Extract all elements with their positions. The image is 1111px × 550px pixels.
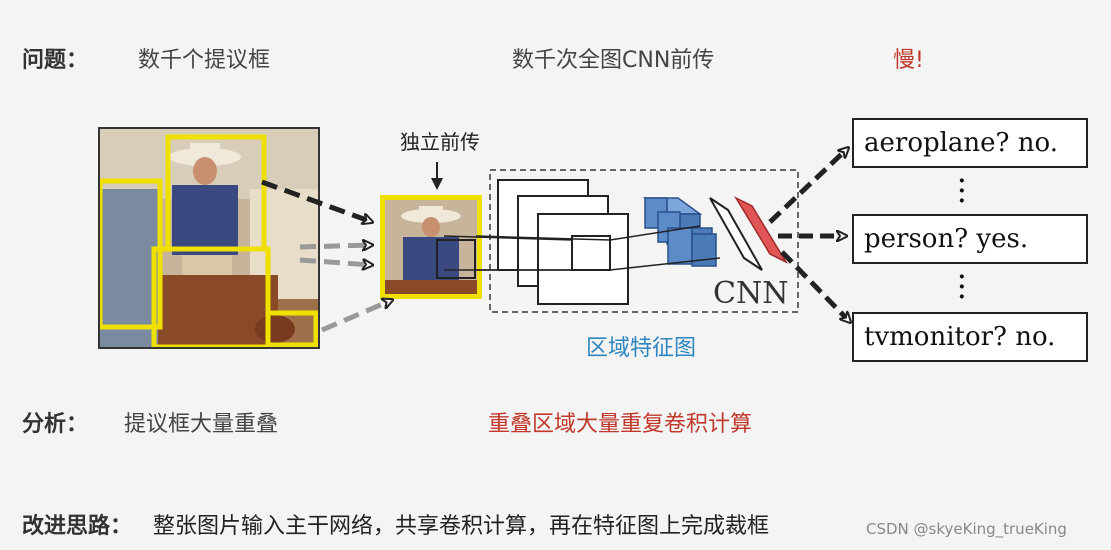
analysis-item-redundant: 重叠区域大量重复卷积计算 — [488, 406, 752, 438]
ellipsis-1: ··· — [958, 176, 966, 206]
improve-text: 整张图片输入主干网络，共享卷积计算，再在特征图上完成裁框 — [153, 508, 769, 540]
feature-map-3 — [538, 214, 628, 304]
dashed-arrow-4 — [322, 300, 392, 330]
output-aeroplane-text: aeroplane? no. — [864, 128, 1058, 158]
output-person-text: person? yes. — [864, 224, 1028, 254]
feature-map-label: 区域特征图 — [586, 330, 696, 362]
dashed-arrow-2 — [300, 245, 372, 247]
watermark: CSDN @skyeKing_trueKing — [866, 520, 1067, 538]
ellipsis-2: ··· — [958, 272, 966, 302]
output-box-aeroplane: aeroplane? no. — [852, 118, 1088, 168]
output-box-tvmonitor: tvmonitor? no. — [852, 312, 1088, 362]
output-box-person: person? yes. — [852, 214, 1088, 264]
analysis-item-overlap: 提议框大量重叠 — [124, 406, 278, 438]
forward-pass-label: 独立前传 — [400, 126, 480, 155]
improve-label: 改进思路： — [22, 508, 132, 540]
dashed-arrow-1 — [262, 182, 372, 222]
output-tvmonitor-text: tvmonitor? no. — [864, 322, 1055, 352]
dashed-arrow-3 — [300, 260, 372, 265]
output-arrow-1 — [770, 148, 848, 222]
analysis-label: 分析： — [22, 406, 88, 438]
cnn-label: CNN — [713, 276, 788, 311]
